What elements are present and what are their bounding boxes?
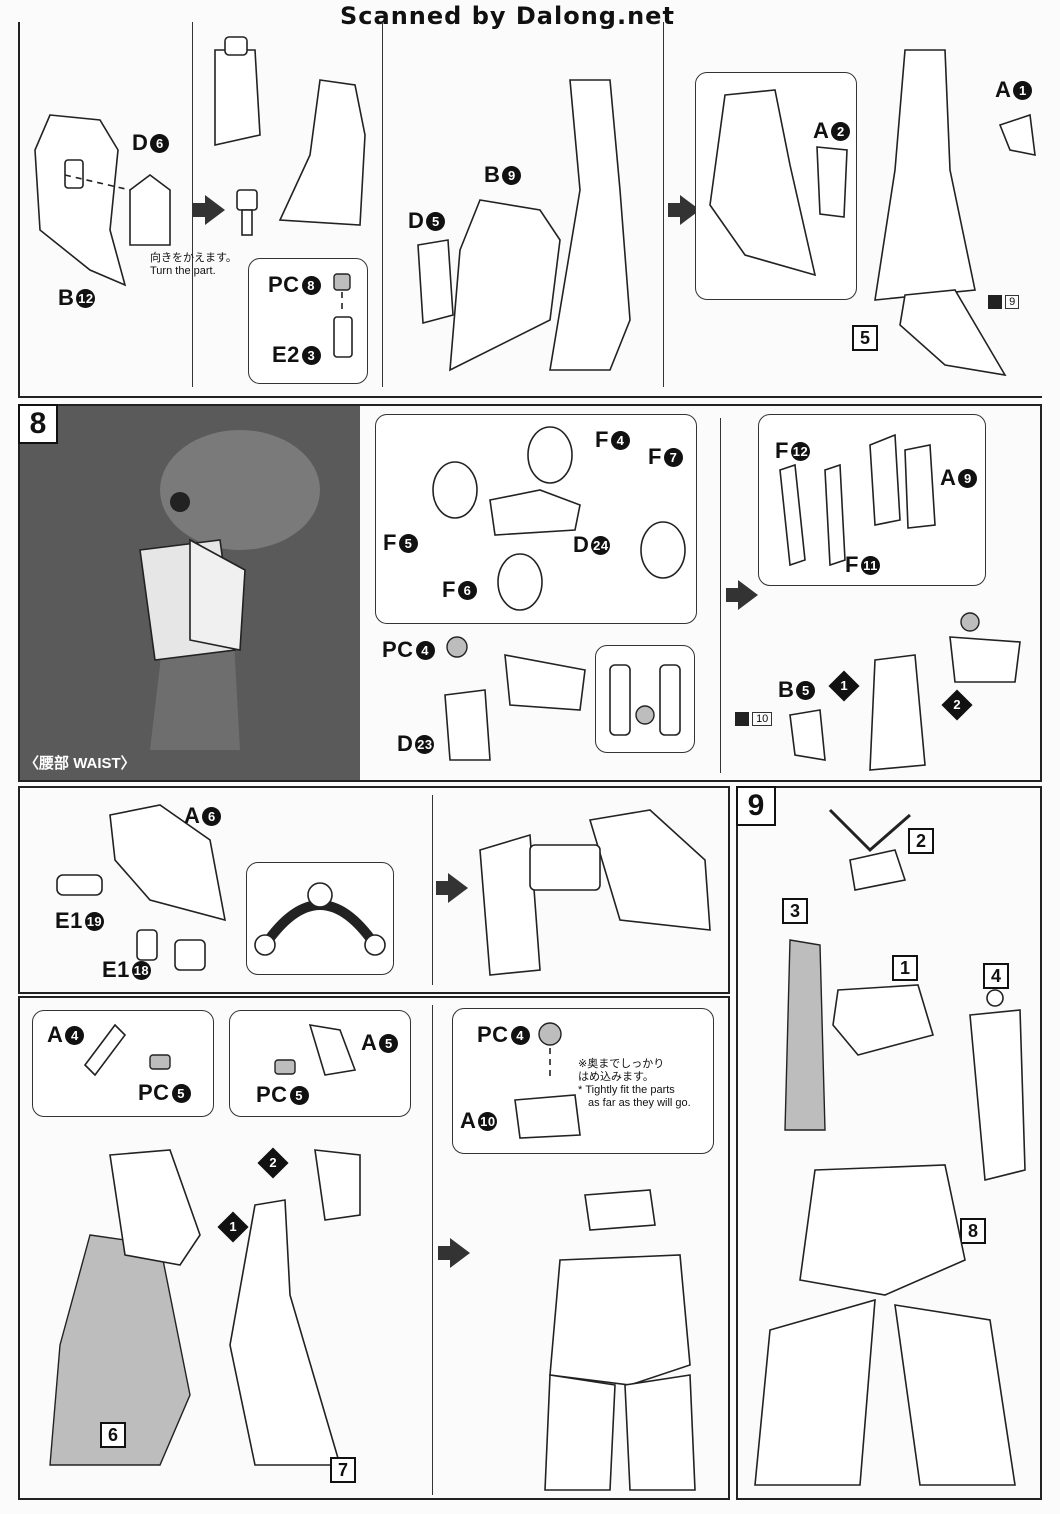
part-callouts (432, 426, 686, 611)
flow-arrow (438, 1238, 470, 1268)
step-9-number: 9 (736, 786, 776, 826)
part-joint (236, 189, 258, 236)
step9-frame (736, 786, 1042, 1500)
hip-joint-assembly (489, 489, 581, 536)
part-e1-18 (136, 929, 206, 971)
detail-joint-runner (254, 882, 386, 956)
turn-note: 向きをかえます。Turn the part. (150, 252, 237, 277)
section-title-waist: 〈腰部 WAIST〉 (24, 755, 136, 772)
part-e1-19 (56, 874, 103, 896)
ref-2: 2 (908, 828, 934, 854)
leg-assembly-2 (874, 49, 976, 301)
part-a1 (998, 113, 1036, 157)
waist-joint (444, 636, 586, 761)
seq-badge-1: 1 (217, 1211, 249, 1243)
ref-page-10: 10 (735, 711, 773, 726)
seq-badge-2: 2 (257, 1147, 289, 1179)
part-d5 (417, 239, 454, 325)
flow-arrow (436, 873, 468, 903)
ref-8: 8 (960, 1218, 986, 1244)
lower-body-assembly (544, 1189, 696, 1491)
part-d6 (129, 174, 171, 246)
lower-body (754, 1164, 1016, 1486)
leg-assembly (449, 79, 631, 372)
skirt-armor (869, 654, 926, 771)
hip-assembly (479, 809, 711, 976)
row4-frame (18, 996, 730, 1500)
ref-7: 7 (330, 1457, 356, 1483)
top-row-frame (18, 22, 1042, 398)
part-a6 (109, 804, 227, 922)
detail-box-e1 (246, 862, 394, 975)
waist-illustration (139, 430, 320, 750)
right-arm (969, 989, 1026, 1182)
flow-arrow (193, 195, 225, 225)
flow-arrow (726, 580, 758, 610)
part-b12-shield (34, 114, 127, 287)
leg-with-hip (49, 1149, 361, 1466)
step8-frame (18, 404, 1042, 782)
part-upper-leg (214, 36, 261, 146)
part-a2 (816, 146, 848, 218)
ref-4: 4 (983, 963, 1009, 989)
subassembly-box-a10 (452, 1008, 714, 1154)
waist-joint-2 (949, 612, 1021, 683)
row3-frame (18, 786, 730, 994)
part-b5 (789, 709, 826, 761)
head-part (828, 808, 911, 891)
part-leg-frame (278, 79, 366, 226)
left-arm (784, 939, 826, 1131)
ref-6: 6 (100, 1422, 126, 1448)
scan-credit: Scanned by Dalong.net (340, 2, 675, 30)
step-8-number: 8 (18, 404, 58, 444)
seq-badge-2: 2 (941, 689, 973, 721)
ref-1: 1 (892, 955, 918, 981)
ref-page-9: 9 (988, 294, 1020, 309)
ref-step-5: 5 (852, 325, 878, 351)
torso (832, 984, 935, 1056)
ref-3: 3 (782, 898, 808, 924)
seq-badge-1: 1 (828, 670, 860, 702)
foot-part (899, 289, 1007, 377)
detail-shield (709, 89, 817, 277)
